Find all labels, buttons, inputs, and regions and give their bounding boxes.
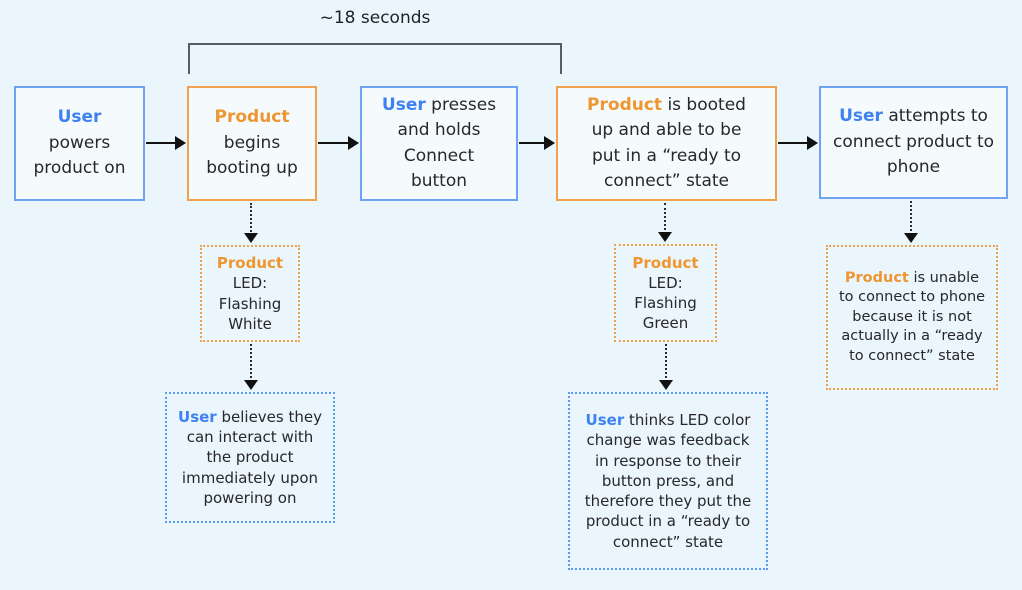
actor-product-label: Product [214,107,290,128]
note-body: LED: Flashing Green [634,273,697,333]
actor-user-label: User [585,411,625,430]
step-body: is booted up and able to be put in a “re… [591,94,746,192]
dotted-line [250,344,252,382]
arrow-head-icon [244,233,258,243]
arrow-connect-fail [903,201,919,243]
arrow-head-icon [244,380,258,390]
arrow-line [146,142,178,144]
arrow-step1-step2 [146,135,186,151]
arrow-head-icon [904,233,918,243]
step-text: Product begins booting up [199,105,305,182]
note-unable-to-connect: Product is unable to connect to phone be… [826,245,998,390]
actor-product-label: Product [632,253,699,272]
actor-user-label: User [57,107,102,128]
arrow-head-icon [175,136,186,150]
actor-product-label: Product [216,254,284,272]
dotted-line [665,344,667,382]
arrow-booting-ledwhite [243,203,259,243]
arrow-head-icon [659,380,673,390]
step-body: begins booting up [206,132,298,179]
arrow-step4-step5 [778,135,818,151]
step-user-holds-connect: User presses and holds Connect button [360,86,518,201]
note-text: Product is unable to connect to phone be… [836,269,988,367]
actor-product-label: Product [844,269,909,286]
note-text: Product LED: Flashing Green [624,253,707,334]
note-body: thinks LED color change was feedback in … [584,411,752,551]
arrow-ledwhite-belief [243,344,259,390]
arrow-head-icon [348,136,359,150]
arrow-head-icon [807,136,818,150]
dotted-line [664,203,666,234]
note-body: believes they can interact with the prod… [181,407,322,507]
note-led-flashing-white: Product LED: Flashing White [200,245,300,342]
arrow-booted-ledgreen [657,203,673,242]
step-text: User presses and holds Connect button [378,93,500,195]
arrow-line [318,142,351,144]
step-body: powers product on [33,132,126,179]
note-led-flashing-green: Product LED: Flashing Green [614,244,717,342]
arrow-step2-step3 [318,135,359,151]
note-text: Product LED: Flashing White [210,253,290,334]
arrow-step3-step4 [519,135,555,151]
duration-bracket [188,43,562,74]
step-text: User powers product on [26,105,133,182]
dotted-line [910,201,912,235]
note-text: User believes they can interact with the… [175,407,325,508]
actor-user-label: User [178,407,217,426]
actor-product-label: Product [587,94,663,115]
step-user-connect-phone: User attempts to connect product to phon… [819,86,1008,199]
note-user-thinks-feedback: User thinks LED color change was feedbac… [568,392,768,570]
note-text: User thinks LED color change was feedbac… [578,410,758,552]
step-body: presses and holds Connect button [397,94,497,192]
arrow-line [778,142,810,144]
actor-user-label: User [839,106,883,127]
step-product-booting: Product begins booting up [187,86,317,201]
note-body: is unable to connect to phone because it… [838,269,986,364]
arrow-head-icon [658,232,672,242]
step-text: Product is booted up and able to be put … [578,93,755,195]
duration-label: ~18 seconds [319,8,431,28]
dotted-line [250,203,252,235]
note-user-believes-interact: User believes they can interact with the… [165,392,335,523]
arrow-ledgreen-belief [658,344,674,390]
actor-user-label: User [381,94,426,115]
step-body: attempts to connect product to phone [832,106,995,178]
step-product-booted-ready: Product is booted up and able to be put … [556,86,777,201]
step-text: User attempts to connect product to phon… [831,104,996,181]
arrow-line [519,142,547,144]
arrow-head-icon [544,136,555,150]
note-body: LED: Flashing White [218,274,282,333]
step-user-powers-on: User powers product on [14,86,145,201]
